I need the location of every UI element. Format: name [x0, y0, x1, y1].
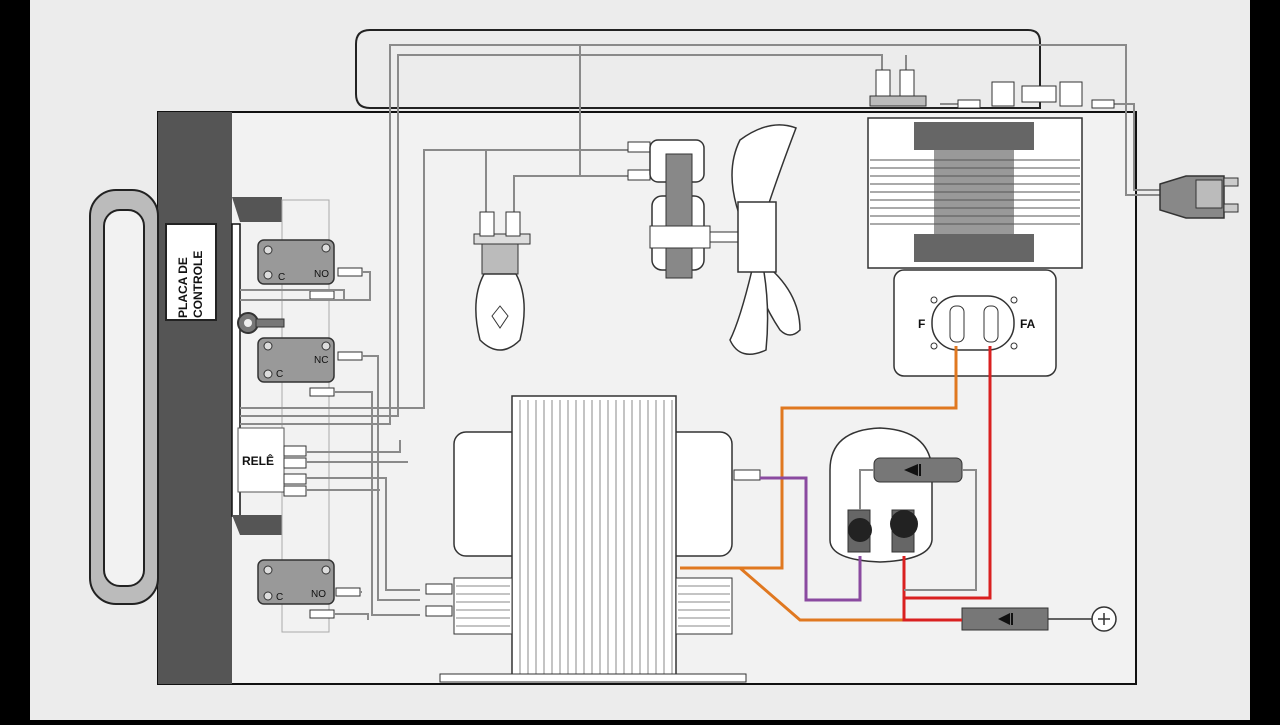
- switch-bottom-no-label: NO: [311, 589, 326, 600]
- diode-wire-right: [904, 469, 977, 591]
- red-wire-1: [902, 346, 992, 600]
- control-board-label: PLACA DE CONTROLE: [165, 223, 217, 321]
- microswitch-middle: NC C: [257, 337, 335, 383]
- control-wiring: [240, 44, 1170, 620]
- door-handle-inner: [103, 209, 145, 587]
- fuse-f-label: F: [918, 317, 925, 331]
- purple-wire: [760, 476, 862, 602]
- microswitch-top: NO C: [257, 239, 335, 285]
- fuse-fa-label: FA: [1020, 317, 1036, 331]
- control-board-text-line1: PLACA DE: [176, 257, 190, 318]
- door-latch-key: [237, 312, 285, 334]
- oven-lamp: [473, 211, 531, 351]
- diode-wire-left: [859, 469, 874, 510]
- door-frame: [158, 112, 232, 684]
- switch-mid-nc-label: NC: [314, 355, 328, 366]
- hv-diode: [873, 457, 963, 483]
- lower-hinge: [232, 515, 282, 535]
- switch-bottom-c-label: C: [276, 592, 283, 603]
- red-wire-2: [902, 598, 962, 622]
- fuse-holder: F FA: [893, 269, 1057, 377]
- orange-wire-1: [680, 346, 958, 570]
- top-cable-loop: [355, 29, 1041, 109]
- control-board-text-line2: CONTROLE: [191, 251, 205, 318]
- microswitch-bottom: NO C: [257, 559, 335, 605]
- hv-capacitor: [829, 427, 933, 563]
- power-plug: [1159, 175, 1239, 219]
- magnetron: [425, 395, 761, 683]
- switch-top-c-label: C: [278, 272, 285, 283]
- ground-diode: [961, 606, 1117, 632]
- transformer-top: [867, 117, 1083, 269]
- upper-hinge: [232, 197, 282, 222]
- fan-motor: [627, 139, 739, 279]
- switch-mid-c-label: C: [276, 369, 283, 380]
- relay: RELÊ: [237, 427, 307, 497]
- switch-top-no-label: NO: [314, 269, 329, 280]
- top-terminals: [869, 69, 1115, 109]
- fan-blade: [729, 124, 801, 355]
- relay-label: RELÊ: [242, 453, 274, 468]
